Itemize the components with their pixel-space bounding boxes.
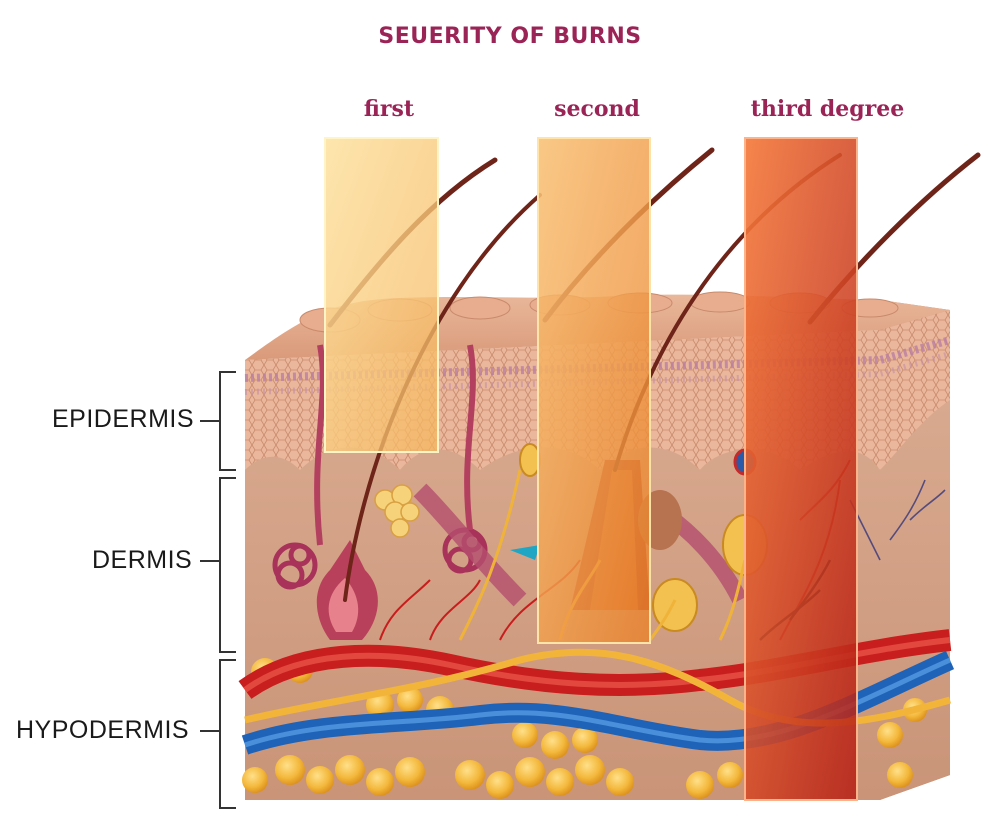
label-epidermis: EPIDERMIS [52, 405, 195, 433]
label-third-degree: third degree [750, 96, 905, 122]
sweat-gland-left [272, 542, 318, 590]
label-second: second [554, 96, 640, 122]
layer-brackets [200, 371, 236, 809]
label-dermis: DERMIS [92, 546, 193, 574]
label-first: first [363, 96, 415, 122]
diagram-title: SEUERITY OF BURNS [378, 24, 642, 49]
sebaceous-gland [374, 484, 420, 538]
burn-column-first [324, 137, 439, 453]
burn-column-third [744, 137, 858, 801]
burn-column-second [537, 137, 651, 644]
label-hypodermis: HYPODERMIS [16, 716, 190, 744]
